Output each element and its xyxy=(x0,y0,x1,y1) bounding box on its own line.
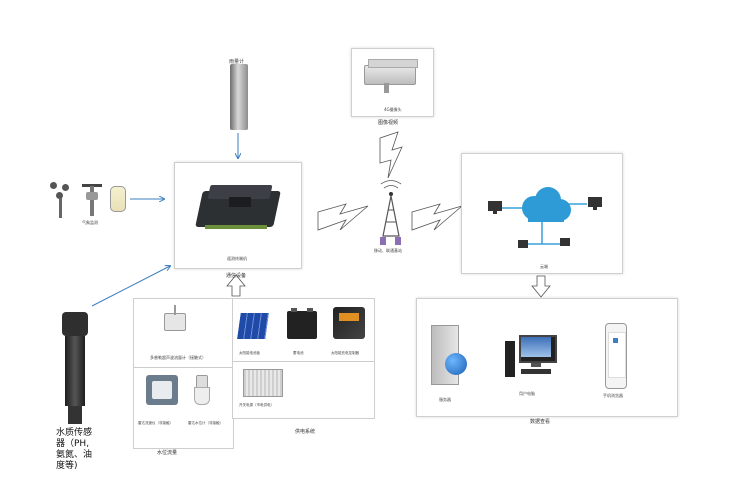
battery-icon xyxy=(287,308,317,339)
computer-icon-bottom-left xyxy=(518,240,528,248)
rtu-device-icon xyxy=(195,181,281,235)
water-sensor: 水质传感 器（PH, 氨氮、油 度等) xyxy=(52,312,102,472)
solar-controller-label: 太阳能充电控制器 xyxy=(331,351,359,355)
radar-level-label: 雷达水位计（非接触） xyxy=(188,421,223,425)
lightning-comm-tower xyxy=(317,203,369,231)
camera-device-label: 4G摄像头 xyxy=(384,107,402,112)
radar-level-icon xyxy=(194,375,210,407)
water-sensor-icon xyxy=(62,312,88,424)
power-supply-icon xyxy=(243,369,283,397)
flow-meter-label: 多普勒超声波流量计（接触式） xyxy=(150,355,206,360)
lightning-tower-cloud xyxy=(411,203,463,231)
tower-icon xyxy=(380,180,402,245)
arrow-up-to-comm xyxy=(226,274,246,297)
camera-caption: 图像视频 xyxy=(378,120,399,126)
pc-icon xyxy=(505,335,557,379)
solar-panel-icon xyxy=(237,313,269,339)
camera-icon xyxy=(364,59,420,93)
computer-icon-bottom-right xyxy=(560,238,570,246)
cloud-panel: 云端 xyxy=(461,153,623,274)
computer-icon-right xyxy=(588,197,602,210)
arrow-water-to-comm xyxy=(91,266,170,307)
solar-controller-icon xyxy=(333,307,365,339)
lightning-camera-tower xyxy=(379,131,403,179)
radar-velocity-label: 雷达流速仪（非接触） xyxy=(138,421,173,425)
pc-label: 用户电脑 xyxy=(519,391,535,396)
weather-station-label: 气象监测 xyxy=(82,220,98,225)
data-view-panel: 服务器 用户电脑 手机浏览器 xyxy=(416,298,678,417)
power-system-caption: 供电系统 xyxy=(295,429,316,435)
weather-station: 气象监测 xyxy=(48,178,130,225)
sensor-shield-icon xyxy=(110,186,126,212)
cloud-icon xyxy=(522,187,571,222)
flowmeter-icon xyxy=(160,305,190,339)
comm-device-caption: 通信设备 xyxy=(226,273,247,279)
phone-label: 手机浏览器 xyxy=(603,393,623,398)
cloud-network-graphic xyxy=(488,187,602,248)
solar-panel-label: 太阳能电池板 xyxy=(239,351,260,355)
server-label: 服务器 xyxy=(439,397,451,402)
rain-gauge: 雨量计 xyxy=(226,58,252,130)
water-level-caption: 水位流量 xyxy=(157,450,178,456)
power-system-panel: 太阳能电池板 蓄电池 太阳能充电控制器 开关电源（市电供电） xyxy=(232,298,375,419)
water-level-panel: 多普勒超声波流量计（接触式） 雷达流速仪（非接触） 雷达水位计（非接触） xyxy=(133,298,234,449)
phone-icon xyxy=(605,323,627,389)
computer-icon-left xyxy=(488,201,502,214)
water-sensor-caption: 水质传感 器（PH, 氨氮、油 度等) xyxy=(56,428,93,471)
rain-gauge-icon xyxy=(230,64,248,130)
arrow-down-to-data xyxy=(531,275,551,298)
power-supply-label: 开关电源（市电供电） xyxy=(239,403,274,407)
server-icon xyxy=(431,325,467,385)
tower-label: 移动、联通基站 xyxy=(374,248,402,253)
cloud-label: 云端 xyxy=(540,264,548,269)
radar-velocity-icon xyxy=(146,375,178,405)
anemometer-icon xyxy=(50,182,70,218)
battery-label: 蓄电池 xyxy=(293,351,304,355)
rtu-label: 遥测终端机 xyxy=(227,256,247,261)
camera-panel: 4G摄像头 xyxy=(351,48,434,117)
wind-vane-icon xyxy=(82,180,102,218)
data-view-caption: 数据查看 xyxy=(530,419,551,425)
comm-device-panel: 遥测终端机 xyxy=(174,162,302,269)
rain-gauge-label: 雨量计 xyxy=(229,59,245,65)
